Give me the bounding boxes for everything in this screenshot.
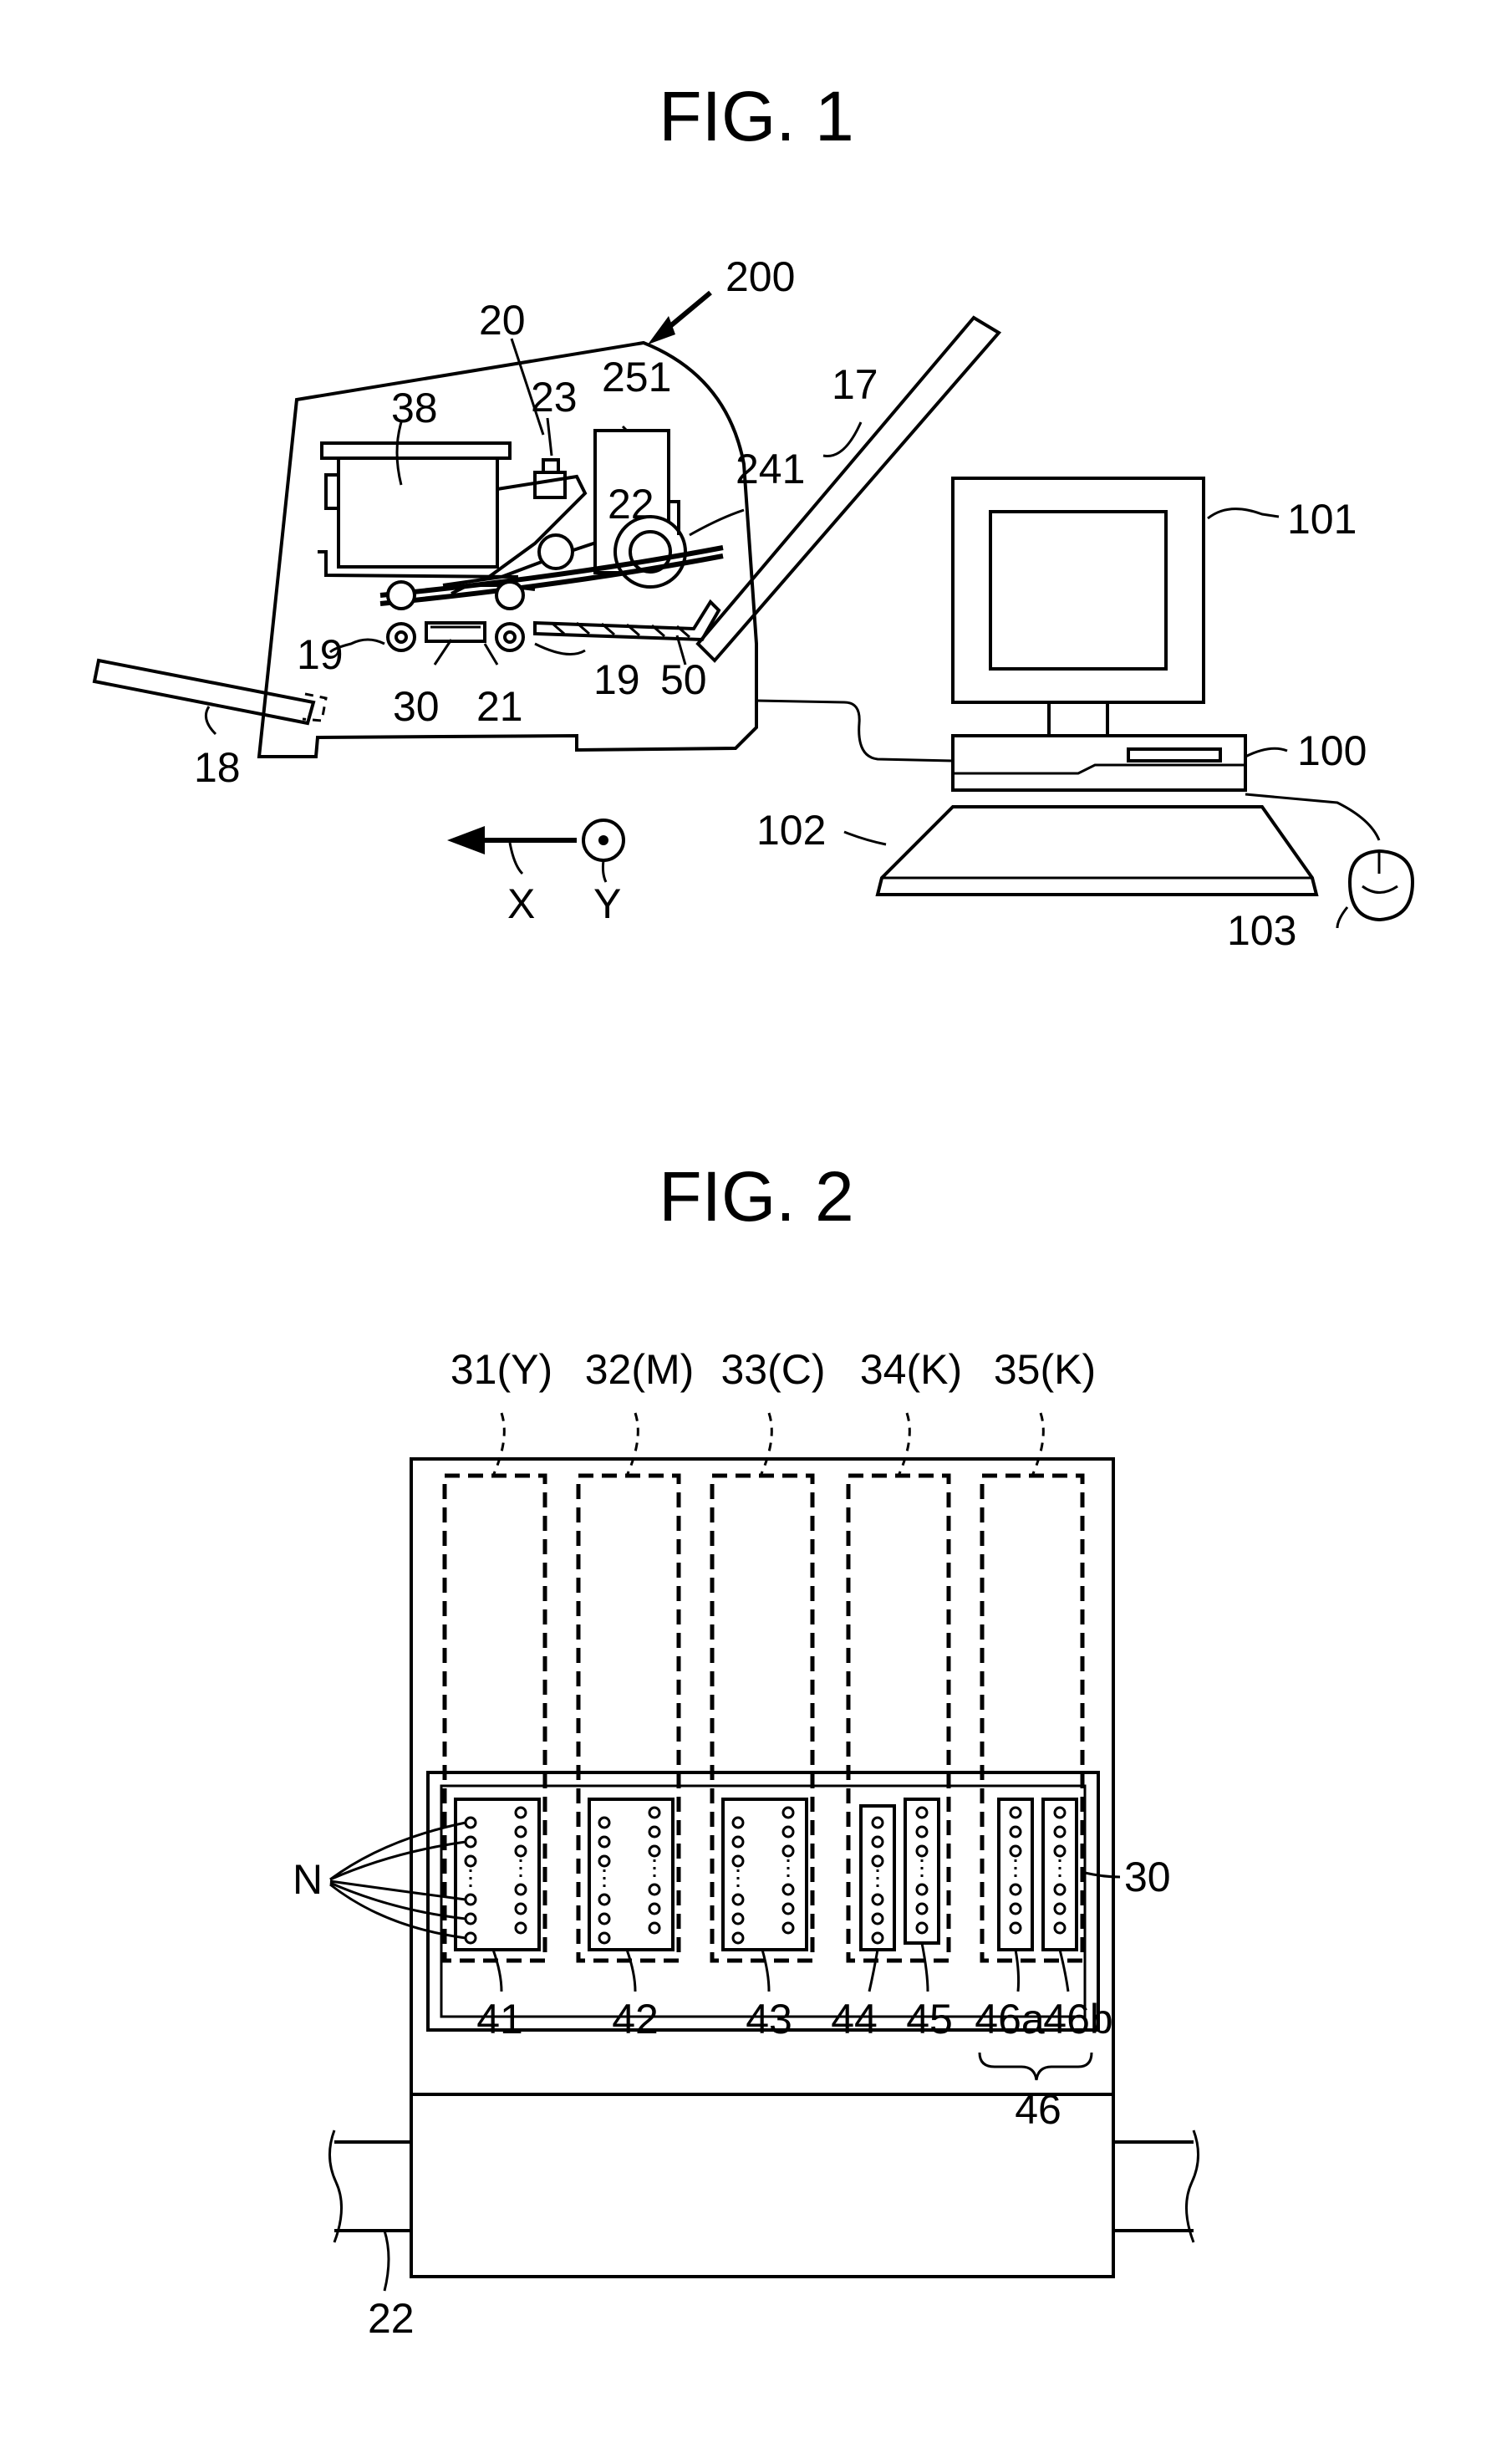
tank-k1: [848, 1476, 949, 1961]
label-head-45: 45: [906, 1996, 953, 2043]
carriage-body: [411, 1459, 1113, 2277]
tank-c: [712, 1476, 812, 1961]
head-46b: [1043, 1799, 1077, 1950]
fig1-labels: 200 20 38 23 251 22 241 17 19 19 30 21 5…: [194, 253, 1367, 954]
shaft: [329, 2130, 1198, 2291]
label-head-unit: 30: [1124, 1854, 1171, 1900]
label-keyboard: 102: [756, 807, 826, 854]
label-head: 30: [393, 683, 440, 730]
head-44: [861, 1806, 894, 1950]
label-pc: 100: [1297, 727, 1367, 774]
label-roller-left: 19: [297, 631, 344, 678]
label-241: 241: [736, 446, 805, 492]
label-platen: 21: [476, 683, 523, 730]
label-head-44: 44: [831, 1996, 878, 2043]
label-head-46a: 46a: [975, 1996, 1045, 2043]
label-roller-right: 19: [593, 656, 640, 703]
label-output-tray: 18: [194, 744, 241, 791]
axis-indicator: [447, 820, 624, 882]
label-tank-m: 32(M): [585, 1346, 695, 1393]
fig1-title: FIG. 1: [659, 77, 853, 156]
label-mouse: 103: [1227, 907, 1296, 954]
label-printer: 200: [725, 253, 795, 300]
label-tank-c: 33(C): [720, 1346, 825, 1393]
head-45: [905, 1799, 939, 1943]
label-nozzle: N: [293, 1856, 323, 1903]
label-head-41: 41: [476, 1996, 523, 2043]
head-43: [723, 1799, 807, 1950]
label-head-46b: 46b: [1043, 1996, 1112, 2043]
fig2-title: FIG. 2: [659, 1157, 853, 1236]
tank-m: [578, 1476, 679, 1961]
label-group-46: 46: [1015, 2086, 1061, 2133]
output-tray: [94, 660, 326, 723]
label-motor: 22: [608, 481, 654, 528]
label-carriage: 20: [479, 297, 526, 344]
computer: [756, 478, 1413, 928]
label-tank-k2: 35(K): [994, 1346, 1096, 1393]
label-23: 23: [531, 374, 578, 421]
head-46a: [999, 1799, 1032, 1950]
fig2: FIG. 2: [293, 1157, 1199, 2342]
label-50: 50: [660, 656, 707, 703]
label-tank-y: 31(Y): [451, 1346, 552, 1393]
fig1: FIG. 1: [94, 77, 1413, 954]
label-head-43: 43: [746, 1996, 792, 2043]
label-shaft: 22: [368, 2295, 415, 2342]
fig2-labels: 31(Y) 32(M) 33(C) 34(K) 35(K) 41 42 43 4…: [293, 1346, 1171, 2342]
head-41: [456, 1799, 539, 1950]
tank-y: [445, 1476, 545, 1961]
label-251: 251: [602, 354, 671, 400]
label-axis-x: X: [507, 880, 535, 927]
label-cartridge: 38: [391, 385, 438, 431]
label-input-tray: 17: [832, 361, 878, 408]
label-head-42: 42: [612, 1996, 659, 2043]
label-monitor: 101: [1287, 496, 1357, 543]
label-axis-y: Y: [593, 880, 621, 927]
label-tank-k1: 34(K): [860, 1346, 962, 1393]
head-42: [589, 1799, 673, 1950]
